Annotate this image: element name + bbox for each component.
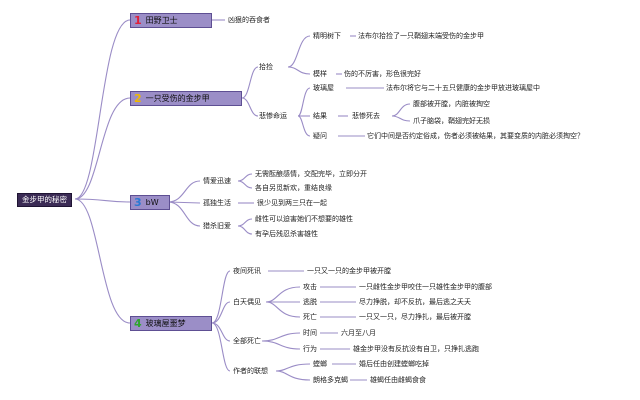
fate-b-node[interactable]: 结果 <box>313 112 327 120</box>
author-b-text[interactable]: 雄蝎任由雌蝎食食 <box>370 376 426 384</box>
root-node[interactable]: 金步甲的秘密 <box>17 193 72 207</box>
pick-node[interactable]: 拾捡 <box>259 63 273 71</box>
root-label: 金步甲的秘密 <box>22 195 67 204</box>
branch-2-title: 一只受伤的金步甲 <box>145 94 210 103</box>
fate-a-text[interactable]: 法布尔将它与二十五只健康的金步甲放进玻璃屋中 <box>386 84 540 92</box>
fate-node[interactable]: 悲惨命运 <box>259 112 287 120</box>
day-b-text[interactable]: 尽力挣脱，却不反抗，最后逃之夭夭 <box>359 298 471 306</box>
day-a-text[interactable]: 一只雌性金步甲咬住一只雄性金步甲的腹部 <box>359 283 492 291</box>
branch-4-number: 4 <box>134 317 142 330</box>
day-b-node[interactable]: 逃脱 <box>303 298 317 306</box>
all-node[interactable]: 全部死亡 <box>233 337 261 345</box>
fate-c-node[interactable]: 疑问 <box>313 132 327 140</box>
branch-1-node[interactable]: 1 田野卫士 <box>130 13 212 28</box>
pick-a-text[interactable]: 法布尔拾捡了一只鞘翅末端受伤的金步甲 <box>358 32 484 40</box>
branch-1-title: 田野卫士 <box>145 16 178 25</box>
lonely-a[interactable]: 很少见到两三只在一起 <box>257 199 327 207</box>
all-a-text[interactable]: 六月至八月 <box>341 329 376 337</box>
branch-2-number: 2 <box>134 92 142 105</box>
day-c-node[interactable]: 死亡 <box>303 313 317 321</box>
hunt-a[interactable]: 雌性可以迫害她们不想要的雄性 <box>255 215 353 223</box>
author-b-node[interactable]: 朗格多克蝎 <box>313 376 348 384</box>
love-node[interactable]: 情爱迅速 <box>203 177 231 185</box>
branch-3-node[interactable]: 3 bW <box>130 195 170 210</box>
author-a-text[interactable]: 婚后任由创建螳螂吃掉 <box>359 360 429 368</box>
fate-b-t1[interactable]: 腹部被开膛，内脏被掏空 <box>413 100 490 108</box>
night-node[interactable]: 夜间死讯 <box>233 267 261 275</box>
pick-a-node[interactable]: 精明树下 <box>313 32 341 40</box>
branch-3-title: bW <box>145 198 159 207</box>
pick-b-node[interactable]: 模样 <box>313 70 327 78</box>
fate-c-text[interactable]: 它们中间是否约定俗成，伤者必须被结果，其要变质的内脏必须掏空？ <box>367 132 584 140</box>
day-node[interactable]: 白天偶见 <box>233 298 261 306</box>
love-a[interactable]: 无需酝酿感情，交配完毕，立即分开 <box>255 170 367 178</box>
branch-4-title: 玻璃屋噩梦 <box>145 319 186 328</box>
fate-a-node[interactable]: 玻璃屋 <box>313 84 334 92</box>
fate-b-mid[interactable]: 悲惨死去 <box>352 112 380 120</box>
hunt-node[interactable]: 猎杀旧爱 <box>203 222 231 230</box>
all-a-node[interactable]: 时间 <box>303 329 317 337</box>
day-a-node[interactable]: 攻击 <box>303 283 317 291</box>
love-b[interactable]: 各自另觅新欢，重结良缘 <box>255 184 332 192</box>
all-b-node[interactable]: 行为 <box>303 345 317 353</box>
hunt-b[interactable]: 有孕后残忍杀害雄性 <box>255 230 318 238</box>
branch-1-child[interactable]: 凶狠的吞食者 <box>228 16 270 24</box>
branch-2-node[interactable]: 2 一只受伤的金步甲 <box>130 91 242 106</box>
author-a-node[interactable]: 螳螂 <box>313 360 327 368</box>
all-b-text[interactable]: 雄金步甲没有反抗没有自卫，只挣扎逃跑 <box>353 345 479 353</box>
lonely-node[interactable]: 孤独生活 <box>203 199 231 207</box>
fate-b-t2[interactable]: 爪子脑袋，鞘翅完好无损 <box>413 117 490 125</box>
author-node[interactable]: 作者的联想 <box>233 367 268 375</box>
pick-b-text[interactable]: 伤的不厉害，形色很完好 <box>344 70 421 78</box>
branch-3-number: 3 <box>134 196 142 209</box>
branch-1-number: 1 <box>134 14 142 27</box>
branch-4-node[interactable]: 4 玻璃屋噩梦 <box>130 316 212 331</box>
night-a[interactable]: 一只又一只的金步甲被开膛 <box>307 267 391 275</box>
day-c-text[interactable]: 一只又一只，尽力挣扎，最后被开膛 <box>359 313 471 321</box>
